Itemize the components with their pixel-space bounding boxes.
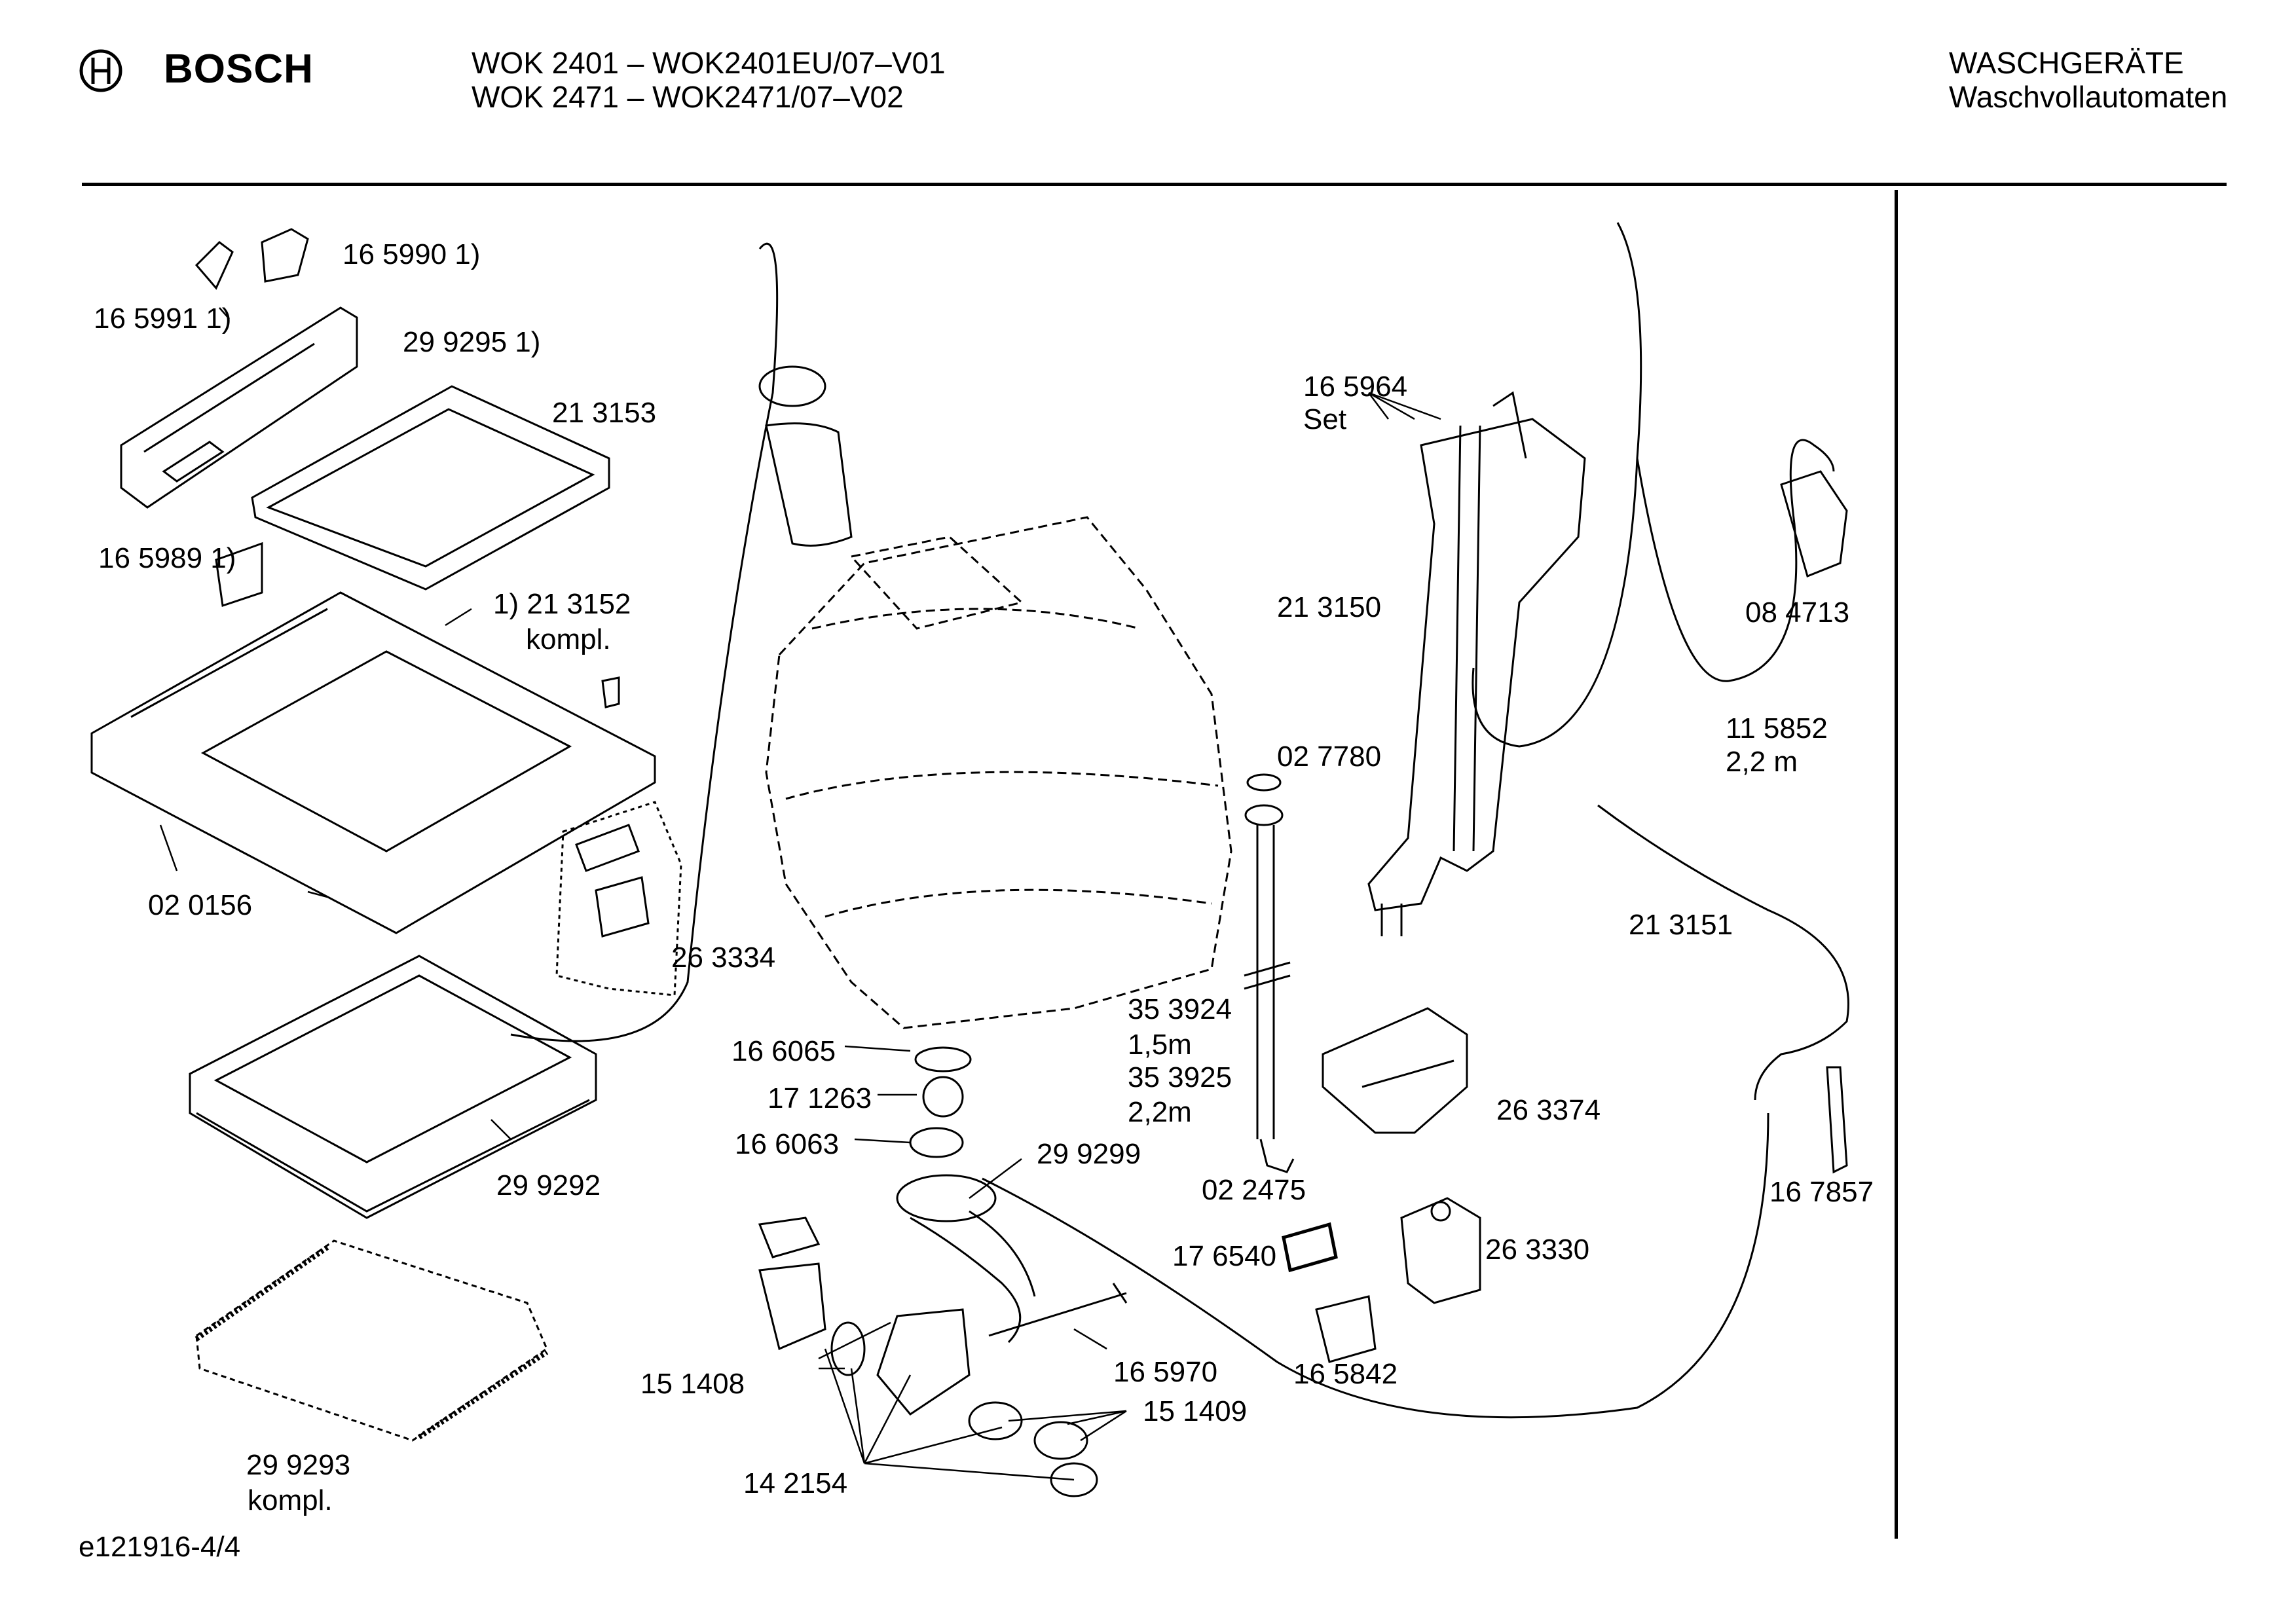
valve-pipe-assembly-drawing: [1367, 391, 1586, 936]
part-label-299295: 29 9295 1): [403, 326, 541, 358]
part-label-171263: 17 1263: [768, 1082, 872, 1114]
part-label-022475: 02 2475: [1202, 1174, 1306, 1206]
part-label-167857: 16 7857: [1769, 1176, 1874, 1208]
part-label-020156: 02 0156: [148, 889, 253, 921]
model-line-1: WOK 2401 – WOK2401EU/07–V01: [472, 46, 946, 80]
part-label-176540: 17 6540: [1172, 1240, 1277, 1272]
part-label-299299: 29 9299: [1037, 1138, 1141, 1170]
part-label-165964: 16 5964: [1303, 371, 1408, 403]
top-cover-drawing: [90, 541, 656, 934]
document-code: e121916-4/4: [79, 1531, 241, 1563]
part-label-142154: 14 2154: [743, 1467, 848, 1499]
part-label-027780: 02 7780: [1277, 741, 1382, 773]
door-seal-frame-drawing: [189, 955, 597, 1219]
sump-hose-drawing: [758, 1046, 1128, 1497]
part-label-353925-length: 2,2m: [1128, 1096, 1192, 1128]
pressure-switch-drawing: [1322, 1007, 1468, 1134]
part-label-299293: 29 9293: [246, 1449, 351, 1481]
part-label-299293-kompl: kompl.: [248, 1484, 333, 1516]
part-label-263334: 26 3334: [671, 942, 776, 974]
part-label-213150: 21 3150: [1277, 591, 1382, 623]
part-label-263330: 26 3330: [1485, 1234, 1590, 1266]
part-label-165991: 16 5991 1): [94, 302, 232, 335]
part-label-165842: 16 5842: [1293, 1358, 1398, 1390]
part-label-165964-set: Set: [1303, 403, 1347, 435]
part-label-115852: 11 5852: [1726, 712, 1828, 744]
category-subtitle: Waschvollautomaten: [1949, 80, 2228, 114]
part-label-353924-length: 1,5m: [1128, 1029, 1192, 1061]
part-label-165990: 16 5990 1): [343, 238, 481, 270]
part-label-353924: 35 3924: [1128, 993, 1232, 1025]
header-rule: [82, 183, 2227, 186]
part-label-151408: 15 1408: [640, 1368, 745, 1400]
part-label-213152: 1) 21 3152: [493, 588, 631, 620]
hose-guide-drawing: [1472, 222, 1848, 748]
suppressor-drawing: [1282, 1222, 1377, 1363]
inlet-hose-drawing: [1244, 773, 1295, 1173]
part-label-213151: 21 3151: [1629, 909, 1733, 941]
clip-drawing: [1826, 1066, 1848, 1174]
tray-drawing: [251, 385, 610, 591]
bellows-drawing: [758, 365, 853, 547]
part-label-084713: 08 4713: [1745, 596, 1850, 629]
detergent-drawer-drawing: [120, 228, 358, 509]
leader-lines: [159, 307, 1441, 1481]
drain-hose-right: [1597, 804, 1849, 1101]
model-line-2: WOK 2471 – WOK2471/07–V02: [472, 80, 904, 114]
part-label-166065: 16 6065: [731, 1035, 836, 1067]
part-label-165989: 16 5989 1): [98, 542, 236, 574]
part-label-213152-kompl: kompl.: [526, 623, 611, 655]
part-label-263374: 26 3374: [1496, 1094, 1601, 1126]
part-label-166063: 16 6063: [735, 1128, 840, 1160]
valve-block-drawing: [1400, 1197, 1481, 1304]
part-label-115852-length: 2,2 m: [1726, 746, 1798, 778]
drum-tub-drawing: [765, 516, 1232, 1029]
drain-hose-line: [982, 1112, 1769, 1419]
part-label-353925: 35 3925: [1128, 1061, 1232, 1093]
right-margin-rule: [1895, 190, 1898, 1539]
latch-assembly-drawing: [555, 801, 682, 997]
spring-frame-drawing: [194, 1239, 549, 1442]
top-hose-loop: [510, 242, 779, 1042]
part-label-151409: 15 1409: [1143, 1395, 1248, 1427]
category-title: WASCHGERÄTE: [1949, 46, 2184, 80]
bosch-logo-icon: [79, 49, 122, 92]
brand-name: BOSCH: [164, 46, 314, 92]
part-label-213153: 21 3153: [552, 397, 657, 429]
part-label-165970: 16 5970: [1113, 1356, 1218, 1388]
part-label-299292: 29 9292: [496, 1169, 601, 1201]
